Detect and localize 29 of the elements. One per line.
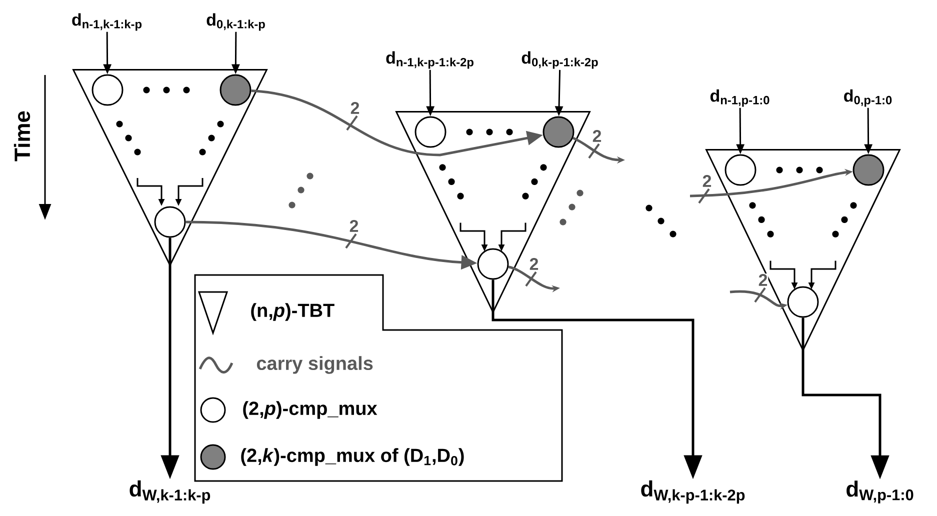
mux-circle	[154, 206, 186, 238]
legend-label: (2,k)-cmp_mux of (D$_{1}$,D$_{0}$)	[241, 448, 464, 466]
mux-circle	[477, 248, 509, 280]
signal-label: d$_{W,p-1:0}$	[846, 480, 914, 504]
mux-circle	[724, 154, 756, 186]
signal-label: d$_{0,k-p-1:k-2p}$	[522, 51, 598, 69]
signal-label: d$_{n-1,k-1:k-p}$	[72, 13, 142, 31]
mux-circle	[542, 116, 574, 148]
edge-label: 2	[758, 274, 768, 286]
mux-circle	[414, 116, 446, 148]
edge-label: 2	[350, 102, 360, 114]
edge-label: 2	[592, 130, 602, 142]
signal-label: d$_{0,p-1:0}$	[844, 89, 892, 107]
mux-circle	[787, 286, 819, 318]
signal-label: d$_{W,k-1:k-p}$	[130, 480, 210, 504]
legend-label: (n,p)-TBT	[251, 303, 334, 321]
legend-label: (2,p)-cmp_mux	[243, 401, 378, 419]
signal-label: d$_{n-1,k-p-1:k-2p}$	[386, 51, 474, 69]
edge-label: 2	[348, 220, 360, 232]
legend-label: carry signals	[256, 356, 373, 374]
signal-label: d$_{W,k-p-1:k-2p}$	[641, 480, 745, 504]
signal-label: d$_{0,k-1:k-p}$	[206, 13, 265, 31]
edge-label: 2	[528, 258, 540, 270]
axis-label: Time	[14, 111, 30, 162]
mux-circle	[220, 74, 252, 106]
edge-label: 2	[702, 174, 712, 188]
mux-circle	[852, 154, 884, 186]
mux-circle	[92, 74, 124, 106]
signal-label: d$_{n-1,p-1:0}$	[710, 89, 770, 107]
